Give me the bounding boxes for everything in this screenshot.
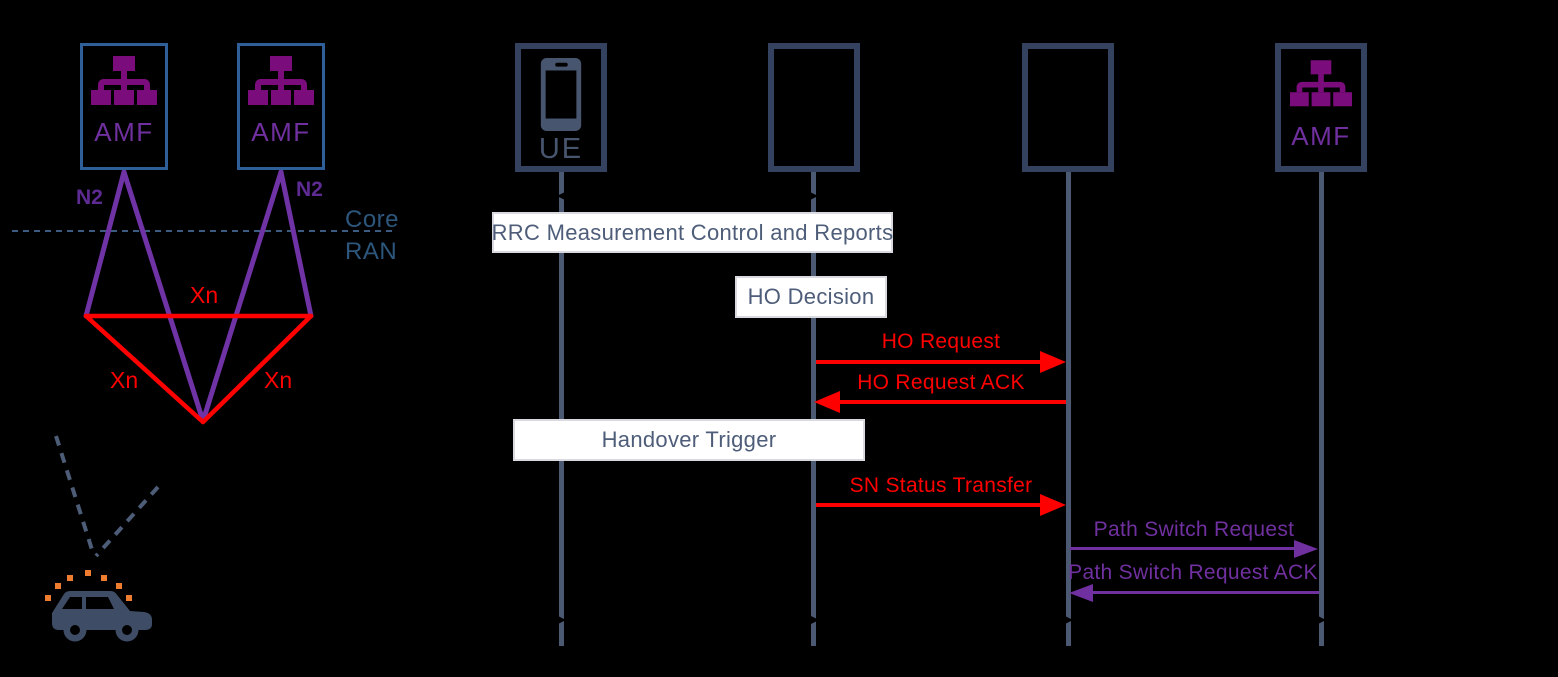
xn-interface-label: Xn — [190, 282, 219, 308]
core-domain-label: Core — [345, 206, 400, 233]
signal-dashed-lines — [54, 435, 160, 558]
message-label-sn-status-transfer: SN Status Transfer — [849, 474, 1033, 497]
action-box-handover-trigger-label: Handover Trigger — [601, 427, 777, 452]
message-line-ho-request-ack — [838, 400, 1066, 404]
message-line-ho-request — [816, 360, 1044, 364]
org-chart-icon — [1290, 60, 1352, 107]
signal-dots — [45, 570, 132, 601]
ran-domain-label: RAN — [345, 238, 398, 265]
actor-box-target-gnb — [1022, 43, 1114, 172]
xn-interface-label: Xn — [110, 367, 139, 393]
message-label-path-switch-request: Path Switch Request — [1093, 518, 1295, 541]
amf-node-box-left: AMF — [80, 43, 168, 170]
lifeline-amf — [1319, 172, 1324, 646]
org-chart-icon — [91, 56, 157, 105]
amf-node-box-right: AMF — [237, 43, 325, 170]
car-icon — [52, 591, 152, 642]
amf-node-label: AMF — [94, 117, 154, 147]
actor-label-amf: AMF — [1291, 121, 1351, 151]
org-chart-icon — [248, 56, 314, 105]
actor-box-ue: UE — [515, 43, 607, 172]
n2-interface-label: N2 — [76, 186, 103, 209]
action-box-rrc: RRC Measurement Control and Reports — [492, 212, 893, 253]
actor-box-source-gnb — [768, 43, 860, 172]
message-line-path-switch-request — [1070, 547, 1296, 550]
action-box-handover-trigger: Handover Trigger — [513, 419, 865, 461]
lifeline-ue — [559, 172, 564, 646]
message-label-ho-request: HO Request — [881, 330, 1001, 353]
message-label-ho-request-ack: HO Request ACK — [857, 371, 1025, 394]
actor-box-amf: AMF — [1275, 43, 1367, 172]
message-line-path-switch-request-ack — [1093, 591, 1319, 594]
actor-label-ue: UE — [538, 133, 584, 165]
action-box-ho-decision: HO Decision — [735, 276, 887, 318]
arrow-left-icon — [814, 391, 840, 413]
xn-interface-label: Xn — [264, 367, 293, 393]
amf-node-label: AMF — [251, 117, 311, 147]
lifeline-source-gnb — [811, 172, 816, 646]
arrow-left-icon — [1069, 584, 1093, 602]
message-line-sn-status-transfer — [816, 503, 1044, 507]
lifeline-target-gnb — [1066, 172, 1071, 646]
action-box-rrc-label: RRC Measurement Control and Reports — [491, 219, 894, 245]
arrow-right-icon — [1040, 494, 1066, 516]
n2-interface-label: N2 — [296, 178, 323, 201]
smartphone-icon — [540, 58, 582, 131]
arrow-right-icon — [1040, 351, 1066, 373]
arrow-right-icon — [1294, 540, 1318, 558]
message-label-path-switch-request-ack: Path Switch Request ACK — [1068, 561, 1318, 584]
action-box-ho-decision-label: HO Decision — [747, 284, 875, 309]
